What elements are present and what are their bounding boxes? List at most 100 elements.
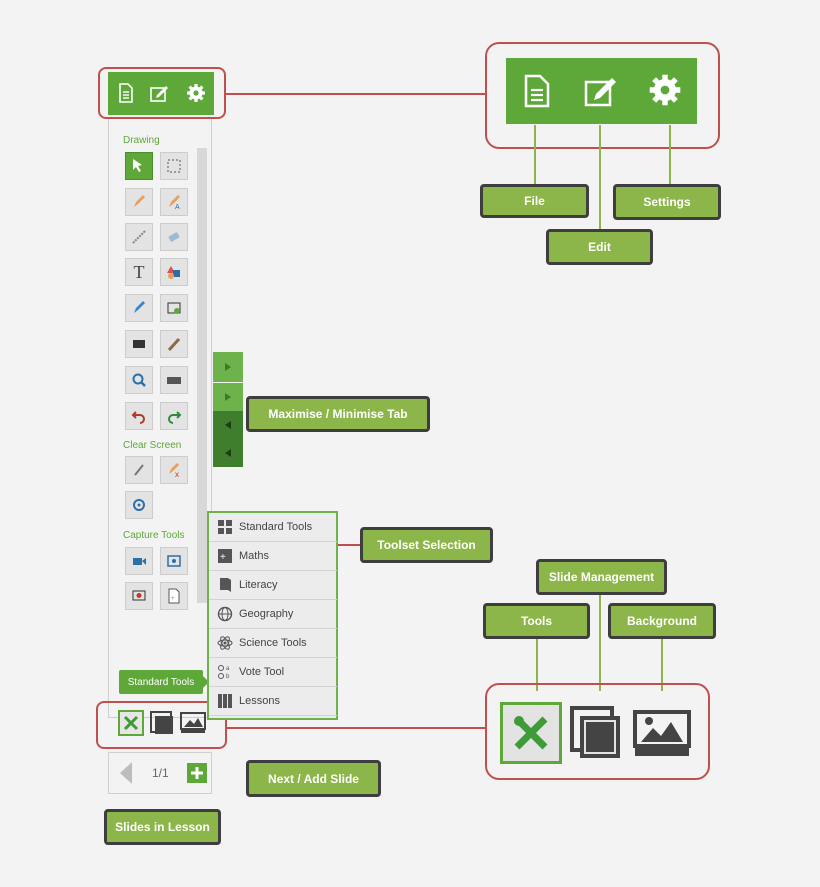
document-capture-tool[interactable]: +: [160, 582, 188, 610]
callout-next-add-slide: Next / Add Slide: [246, 760, 381, 797]
background-icon: [633, 710, 691, 763]
line-tool[interactable]: [125, 223, 153, 251]
toolset-item-label: Standard Tools: [239, 521, 313, 533]
insert-image-tool[interactable]: [160, 294, 188, 322]
slides-icon[interactable]: [150, 711, 174, 740]
toolset-item-lessons[interactable]: Lessons: [209, 687, 337, 716]
edit-connector: [599, 125, 601, 230]
settings-icon[interactable]: [186, 83, 206, 108]
edit-icon: [584, 74, 620, 113]
toolbar-scrollbar[interactable]: [197, 148, 207, 603]
video-capture-tool[interactable]: [125, 547, 153, 575]
tools-connector: [536, 639, 538, 691]
callout-tools: Tools: [483, 603, 590, 639]
highlighter-tool[interactable]: [125, 294, 153, 322]
toolset-item-label: Geography: [239, 608, 294, 620]
grid-icon: [216, 518, 234, 536]
toolset-item-geography[interactable]: Geography: [209, 600, 337, 629]
toolset-item-label: Vote Tool: [239, 666, 285, 678]
standard-tools-tab[interactable]: Standard Tools: [119, 670, 203, 694]
svg-text:+: +: [220, 552, 226, 563]
slide-counter: 1/1: [152, 766, 169, 780]
toolset-item-standard-tools[interactable]: Standard Tools: [209, 513, 337, 542]
eraser-tool[interactable]: [160, 223, 188, 251]
toolset-item-label: Maths: [239, 550, 269, 562]
marquee-select-tool[interactable]: [160, 152, 188, 180]
slide-management-connector: [227, 727, 486, 729]
section-capture-tools: Capture Tools: [123, 530, 185, 541]
callout-slides-in-lesson: Slides in Lesson: [104, 809, 221, 845]
svg-text:b: b: [226, 674, 230, 680]
callout-edit: Edit: [546, 229, 653, 265]
minimise-tab-2[interactable]: [213, 439, 243, 467]
globe-icon: [216, 605, 234, 623]
stop-recording-tool[interactable]: [125, 582, 153, 610]
callout-settings: Settings: [613, 184, 721, 220]
tools-icon[interactable]: [118, 710, 144, 736]
slide-navigation: [108, 752, 212, 794]
edit-icon[interactable]: [150, 83, 170, 108]
section-drawing: Drawing: [123, 135, 160, 146]
reset-tool[interactable]: [125, 491, 153, 519]
pen-tool[interactable]: [125, 188, 153, 216]
toolset-connector: [338, 544, 361, 546]
slide-management-zoom-highlight: [485, 683, 710, 780]
file-icon[interactable]: [118, 83, 134, 108]
header-zoom-highlight: [485, 42, 720, 149]
clear-annotations-tool[interactable]: x: [160, 456, 188, 484]
book-icon: [216, 576, 234, 594]
file-connector: [534, 125, 536, 185]
file-icon: [523, 74, 551, 113]
svg-text:+: +: [171, 596, 175, 602]
toolset-item-label: Science Tools: [239, 637, 307, 649]
svg-text:A: A: [175, 204, 180, 210]
keyboard-tool[interactable]: [160, 366, 188, 394]
callout-file: File: [480, 184, 589, 218]
header-connector: [226, 93, 485, 95]
atom-icon: [216, 634, 234, 652]
callout-maximise-minimise: Maximise / Minimise Tab: [246, 396, 430, 432]
text-tool[interactable]: T: [125, 258, 153, 286]
toolset-item-label: Literacy: [239, 579, 278, 591]
header-highlight: [98, 67, 226, 119]
shapes-tool[interactable]: [160, 258, 188, 286]
add-slide-button[interactable]: [187, 763, 207, 783]
maximise-tab-2[interactable]: [213, 383, 243, 411]
header-zoom: [506, 58, 697, 124]
section-clear-screen: Clear Screen: [123, 440, 182, 451]
spotlight-tool[interactable]: [160, 330, 188, 358]
callout-slide-management: Slide Management: [536, 559, 667, 595]
screen-shade-tool[interactable]: [125, 330, 153, 358]
redo-icon[interactable]: [160, 402, 188, 430]
toolbar-header: [108, 72, 214, 115]
maximise-tab-1[interactable]: [213, 352, 243, 382]
svg-text:a: a: [226, 666, 230, 672]
toolset-item-science-tools[interactable]: Science Tools: [209, 629, 337, 658]
toolset-item-literacy[interactable]: Literacy: [209, 571, 337, 600]
handwriting-pen-tool[interactable]: A: [160, 188, 188, 216]
calculator-icon: +: [216, 547, 234, 565]
settings-connector: [669, 125, 671, 185]
slides-icon: [570, 706, 622, 765]
clear-all-tool[interactable]: [125, 456, 153, 484]
callout-background: Background: [608, 603, 716, 639]
callout-toolset-selection: Toolset Selection: [360, 527, 493, 563]
undo-icon[interactable]: [125, 402, 153, 430]
toolset-item-maths[interactable]: + Maths: [209, 542, 337, 571]
slide-management-highlight: [96, 701, 227, 749]
previous-slide-icon[interactable]: [114, 760, 136, 791]
screen-capture-tool[interactable]: [160, 547, 188, 575]
background-icon[interactable]: [180, 712, 206, 739]
background-connector: [661, 639, 663, 691]
tools-icon: [500, 702, 562, 764]
slides-connector: [599, 595, 601, 691]
toolset-item-label: Lessons: [239, 695, 280, 707]
zoom-tool[interactable]: [125, 366, 153, 394]
minimise-tab-1[interactable]: [213, 411, 243, 439]
settings-icon: [648, 73, 682, 112]
svg-text:x: x: [175, 470, 179, 478]
select-tool[interactable]: [125, 152, 153, 180]
